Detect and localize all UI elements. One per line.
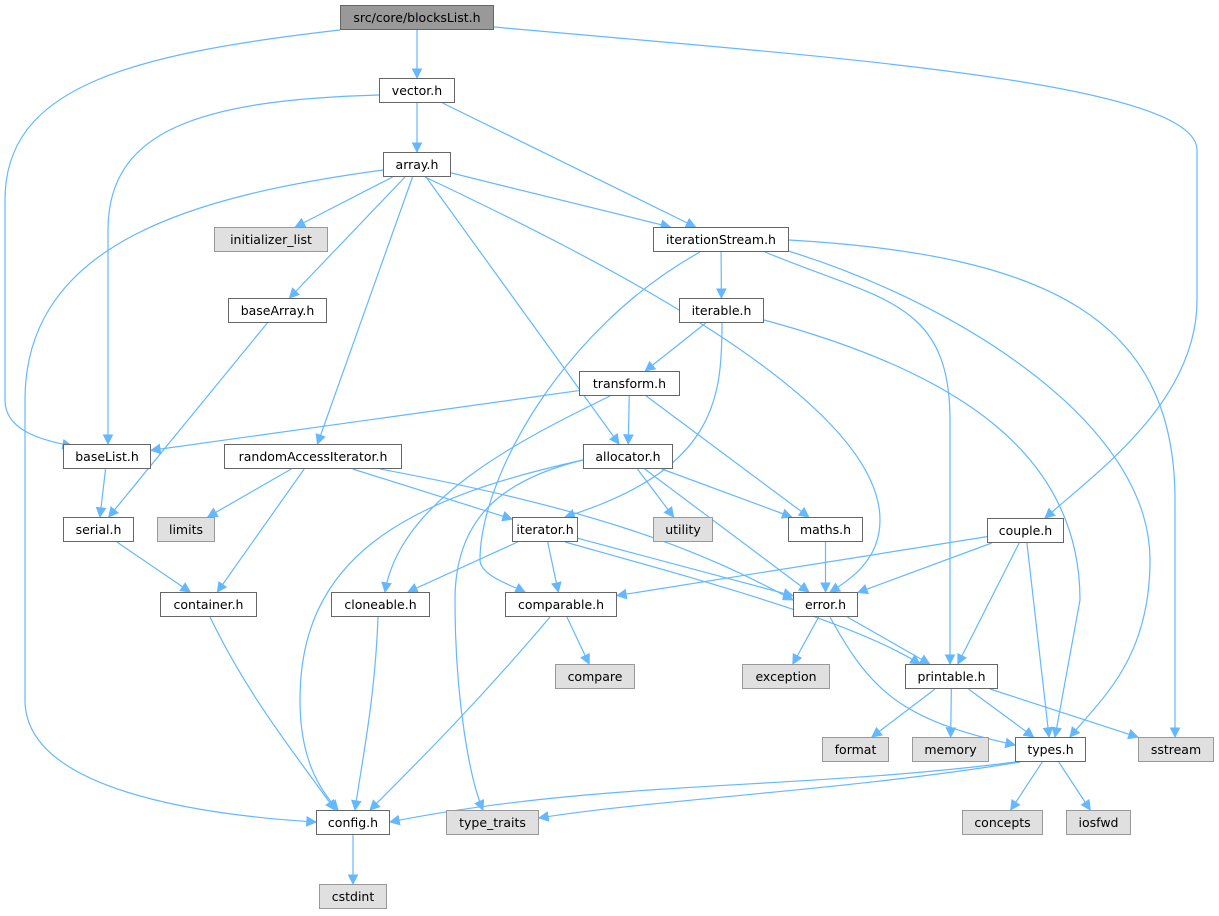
edge-allocator-to-type_traits [454, 459, 584, 811]
node-config[interactable]: config.h [316, 810, 390, 835]
node-blocksList[interactable]: src/core/blocksList.h [340, 5, 494, 30]
node-format: format [822, 737, 889, 762]
edge-error-to-printable [847, 616, 931, 665]
edge-transform-to-baseList [149, 389, 580, 455]
edge-error-to-exception [792, 616, 820, 665]
edge-randomAccessIterator-to-container [216, 468, 305, 593]
node-maths[interactable]: maths.h [788, 517, 863, 542]
edge-iterator-to-cloneable [406, 541, 518, 593]
edge-printable-to-types [968, 688, 1035, 738]
edge-iterator-to-comparable [547, 541, 562, 594]
node-vector[interactable]: vector.h [379, 78, 455, 103]
edge-array-to-randomAccessIterator [315, 176, 414, 446]
edge-couple-to-comparable [615, 536, 988, 600]
node-type_traits: type_traits [446, 810, 539, 835]
edge-types-to-type_traits [537, 761, 1021, 822]
node-transform[interactable]: transform.h [579, 371, 680, 396]
edge-baseArray-to-serial [108, 322, 268, 518]
node-serial[interactable]: serial.h [63, 517, 134, 542]
edge-array-to-config [24, 169, 384, 827]
edge-printable-to-format [871, 688, 936, 738]
edge-transform-to-maths [645, 395, 810, 518]
edge-types-to-iosfwd [1058, 761, 1091, 811]
edge-baseList-to-serial [95, 468, 107, 519]
edge-randomAccessIterator-to-limits [206, 468, 292, 518]
edge-vector-to-iterationStream [442, 102, 697, 228]
node-concepts: concepts [962, 810, 1043, 835]
node-compare: compare [555, 664, 635, 689]
edge-iterable-to-transform [644, 322, 707, 372]
edge-couple-to-printable [957, 542, 1020, 665]
edge-allocator-to-error [644, 468, 810, 593]
edge-array-to-baseArray [288, 176, 406, 299]
node-iterator[interactable]: iterator.h [512, 517, 578, 542]
edge-array-to-allocator [425, 176, 620, 445]
node-exception: exception [742, 664, 830, 689]
node-cloneable[interactable]: cloneable.h [331, 592, 430, 617]
node-limits: limits [157, 517, 215, 542]
edge-array-to-initializer_list [294, 176, 393, 228]
edge-iterationStream-to-comparable [479, 251, 701, 593]
edge-iterator-to-printable [564, 541, 921, 665]
node-iterable[interactable]: iterable.h [679, 298, 764, 323]
edge-error-to-types [829, 616, 1017, 749]
node-cstdint: cstdint [319, 884, 387, 909]
node-iosfwd: iosfwd [1066, 810, 1131, 835]
edge-iterationStream-to-sstream [788, 239, 1181, 739]
node-types[interactable]: types.h [1015, 737, 1086, 762]
edge-couple-to-types [1026, 542, 1054, 739]
edge-comparable-to-compare [566, 616, 590, 665]
node-comparable[interactable]: comparable.h [505, 592, 617, 617]
node-array[interactable]: array.h [383, 152, 451, 177]
edge-serial-to-container [116, 541, 192, 593]
node-allocator[interactable]: allocator.h [583, 444, 673, 469]
edge-allocator-to-config [299, 459, 584, 811]
node-memory: memory [912, 737, 989, 762]
node-printable[interactable]: printable.h [905, 664, 998, 689]
edge-types-to-config [388, 761, 1016, 826]
node-iterationStream[interactable]: iterationStream.h [653, 227, 789, 252]
node-utility: utility [653, 517, 713, 542]
node-randomAccessIterator[interactable]: randomAccessIterator.h [224, 444, 402, 469]
edge-iterator-to-error [577, 537, 795, 599]
node-baseList[interactable]: baseList.h [63, 444, 151, 469]
edge-vector-to-baseList [102, 94, 380, 446]
node-couple[interactable]: couple.h [987, 518, 1064, 543]
node-sstream: sstream [1138, 737, 1214, 762]
edge-comparable-to-config [369, 616, 551, 811]
edge-types-to-concepts [1010, 761, 1043, 811]
node-baseArray[interactable]: baseArray.h [228, 298, 327, 323]
edge-array-to-iterationStream [450, 172, 672, 230]
edge-array-to-error [424, 176, 881, 593]
edge-printable-to-sstream [989, 688, 1140, 740]
edge-transform-to-cloneable [381, 395, 611, 594]
edge-randomAccessIterator-to-error [379, 468, 794, 601]
edge-container-to-config [209, 616, 336, 811]
node-initializer_list: initializer_list [214, 227, 328, 252]
edge-randomAccessIterator-to-iterator [352, 468, 514, 522]
edge-allocator-to-maths [661, 468, 793, 519]
edge-printable-to-memory [945, 688, 957, 739]
node-error[interactable]: error.h [793, 592, 858, 617]
edge-transform-to-allocator [623, 395, 634, 446]
edge-allocator-to-utility [636, 468, 675, 518]
node-container[interactable]: container.h [160, 592, 257, 617]
edge-iterationStream-to-types [784, 249, 1151, 738]
edge-iterable-to-iterator [563, 322, 723, 520]
edge-couple-to-error [856, 542, 992, 595]
edge-iterable-to-types [763, 319, 1081, 739]
edge-cloneable-to-config [351, 616, 379, 812]
edge-blocksList-to-couple [493, 26, 1198, 519]
